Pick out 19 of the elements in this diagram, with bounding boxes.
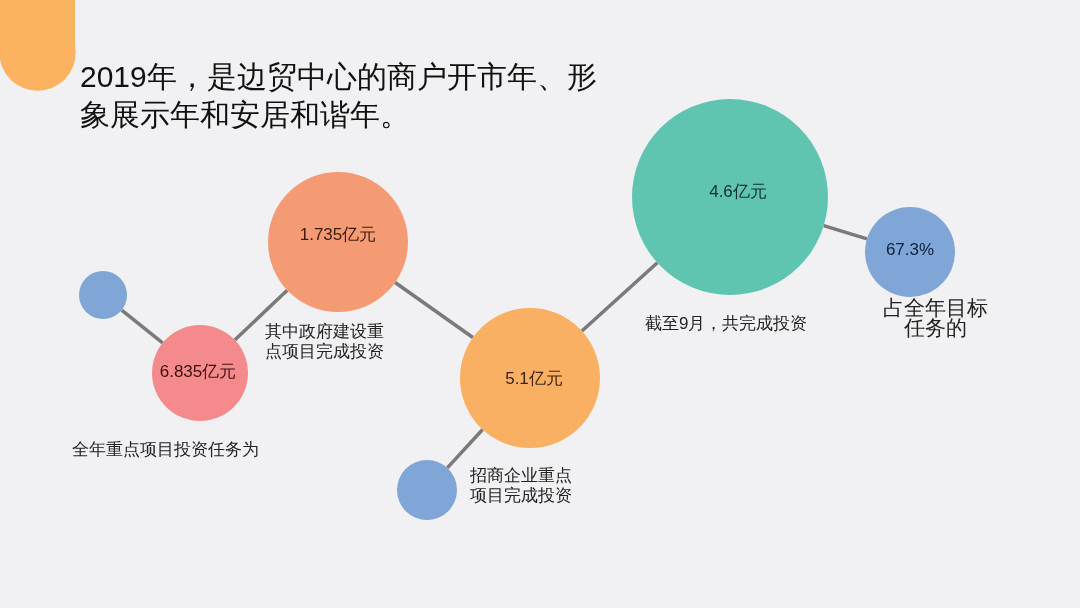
node-label: 截至9月，共完成投资	[645, 314, 809, 335]
value-label: 6.835亿元	[159, 360, 237, 383]
value-label: 5.1亿元	[505, 367, 563, 390]
node-label: 其中政府建设重点项目完成投资	[265, 322, 385, 363]
node-label: 全年重点项目投资任务为	[72, 440, 260, 461]
connector-line	[580, 261, 659, 333]
connector-line	[120, 308, 164, 345]
circle	[79, 271, 127, 319]
connector-line	[233, 288, 289, 342]
circle	[397, 460, 457, 520]
value-label: 4.6亿元	[709, 180, 767, 203]
connector-line	[394, 281, 474, 339]
connector-line	[823, 223, 868, 241]
node-label: 招商企业重点项目完成投资	[470, 466, 573, 507]
connector-line	[446, 428, 484, 470]
node-label: 占全年目标任务的	[881, 298, 989, 338]
value-label: 1.735亿元	[299, 223, 377, 246]
title: 2019年，是边贸中心的商户开市年、形象展示年和安居和谐年。	[80, 59, 598, 133]
value-label: 67.3%	[885, 240, 935, 260]
